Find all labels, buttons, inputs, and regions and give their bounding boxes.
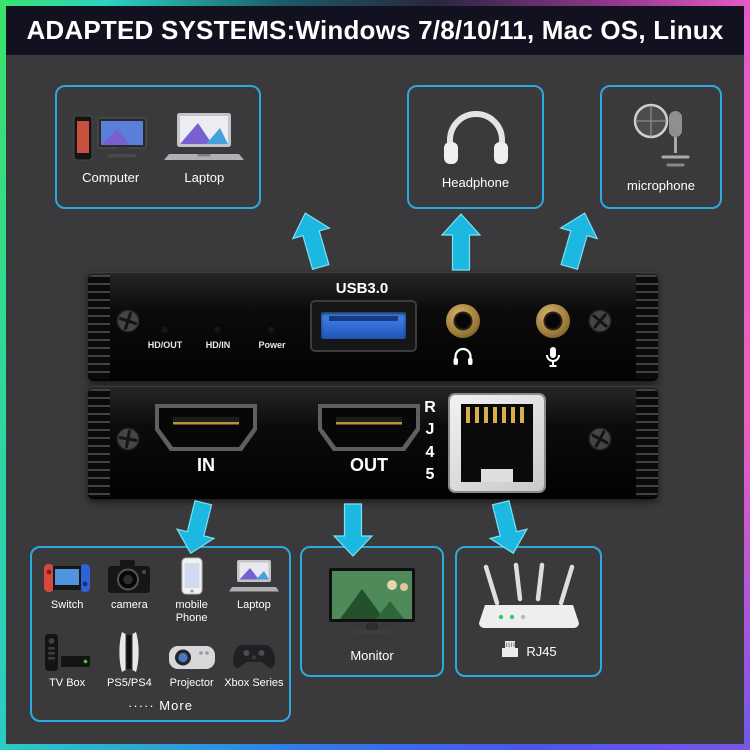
- usb3-label: USB3.0: [335, 280, 389, 297]
- rj45-connector-icon: [500, 639, 520, 664]
- laptop-item: Laptop: [164, 109, 245, 185]
- camera-label: camera: [111, 599, 148, 611]
- laptop-icon: [164, 109, 245, 163]
- arrow-hdmi-out-to-monitor: [332, 503, 374, 557]
- microphone-label: microphone: [627, 178, 695, 193]
- mic-jack: [536, 304, 570, 338]
- source-item-mobile-phone: mobile Phone: [161, 557, 223, 624]
- headphone-label: Headphone: [441, 175, 510, 190]
- wifi-router-icon: [477, 559, 581, 635]
- source-item-switch: Switch: [36, 557, 98, 624]
- frame-border-top: [0, 0, 750, 6]
- hdmi-in-label: IN: [197, 455, 215, 475]
- playstation-label: PS5/PS4: [107, 677, 152, 690]
- monitor-label: Monitor: [350, 647, 394, 663]
- switch-label: Switch: [50, 599, 84, 611]
- screw-icon: [116, 427, 140, 451]
- rj45-port: [450, 395, 544, 491]
- playstation-console-icon: [115, 631, 143, 673]
- rj45-port-label: RJ45: [424, 399, 436, 484]
- projector-label: Projector: [169, 677, 214, 690]
- hdmi-in-port: [155, 404, 257, 451]
- heatsink-fins-left: [88, 275, 110, 379]
- screw-icon: [588, 309, 612, 333]
- laptop-label: Laptop: [184, 170, 225, 185]
- usb3-port: [310, 300, 417, 352]
- mobile-phone-label: mobile Phone: [175, 599, 208, 624]
- hd-in-led-label: HD/IN: [205, 340, 231, 350]
- rj45-label: RJ45: [526, 644, 557, 659]
- headphone-jack-icon: [452, 347, 474, 371]
- arrow-jack-to-headphone: [440, 213, 482, 271]
- heatsink-fins-right: [636, 275, 658, 379]
- hd-out-led: [161, 325, 168, 332]
- hd-out-led-label: HD/OUT: [147, 340, 183, 350]
- camera-icon: [106, 557, 152, 595]
- tv-box-label: TV Box: [49, 677, 86, 690]
- device-front-panel: HD/OUT HD/IN Power USB3.0: [88, 272, 658, 381]
- laptop-label: Laptop: [237, 599, 271, 611]
- monitor-box: Monitor: [300, 546, 444, 677]
- frame-border-bottom: [0, 744, 750, 750]
- mic-jack-icon: [545, 346, 561, 373]
- screw-icon: [116, 309, 140, 333]
- rj45-clip-tab: [481, 469, 513, 482]
- computer-laptop-box: Computer Laptop: [55, 85, 261, 209]
- source-item-tv-box: TV Box: [36, 631, 98, 690]
- headphone-jack: [446, 304, 480, 338]
- heatsink-fins-right: [636, 389, 658, 497]
- hdmi-out-port: [318, 404, 420, 451]
- source-item-camera: camera: [98, 557, 160, 624]
- xbox-controller-icon: [231, 631, 277, 673]
- laptop-icon: [228, 557, 279, 595]
- computer-item: Computer: [72, 109, 150, 185]
- xbox-label: Xbox Series: [224, 677, 284, 690]
- studio-mic-icon: [632, 101, 690, 171]
- sources-box: Switch camera: [30, 546, 291, 722]
- computer-label: Computer: [82, 170, 140, 185]
- screw-icon: [588, 427, 612, 451]
- power-led-label: Power: [258, 340, 286, 350]
- rj45-pins: [466, 407, 528, 423]
- power-led: [268, 325, 275, 332]
- source-item-projector: Projector: [161, 631, 223, 690]
- banner: ADAPTED SYSTEMS:Windows 7/8/10/11, Mac O…: [6, 6, 744, 55]
- usb3-port-tongue: [321, 312, 406, 339]
- microphone-box: microphone: [600, 85, 722, 209]
- hd-in-led: [214, 325, 221, 332]
- sources-grid: Switch camera: [32, 548, 289, 715]
- rj45-label-row: RJ45: [500, 639, 557, 664]
- tv-box-icon: [43, 631, 91, 673]
- source-item-laptop: Laptop: [223, 557, 285, 624]
- monitor-icon: [326, 561, 418, 641]
- headphone-icon: [440, 104, 512, 168]
- mobile-phone-icon: [181, 557, 203, 595]
- hdmi-out-label: OUT: [350, 455, 388, 475]
- frame-border-left: [0, 0, 6, 750]
- rj45-router-box: RJ45: [455, 546, 602, 677]
- frame-border-right: [744, 0, 750, 750]
- device-io-panel: IN OUT RJ45: [88, 386, 658, 499]
- arrow-hdmi-in-to-sources: [175, 499, 216, 555]
- source-item-xbox: Xbox Series: [223, 631, 285, 690]
- headphone-box: Headphone: [407, 85, 544, 209]
- banner-text: ADAPTED SYSTEMS:Windows 7/8/10/11, Mac O…: [26, 15, 724, 45]
- arrow-usb-to-computer: [291, 212, 331, 271]
- heatsink-fins-left: [88, 389, 110, 497]
- nintendo-switch-icon: [43, 557, 91, 595]
- arrow-rj45-to-router: [488, 499, 529, 555]
- arrow-jack-to-microphone: [559, 212, 599, 271]
- desktop-phone-icon: [72, 109, 150, 163]
- source-item-playstation: PS5/PS4: [98, 631, 160, 690]
- more-label: ····· More: [128, 697, 193, 713]
- projector-icon: [168, 631, 216, 673]
